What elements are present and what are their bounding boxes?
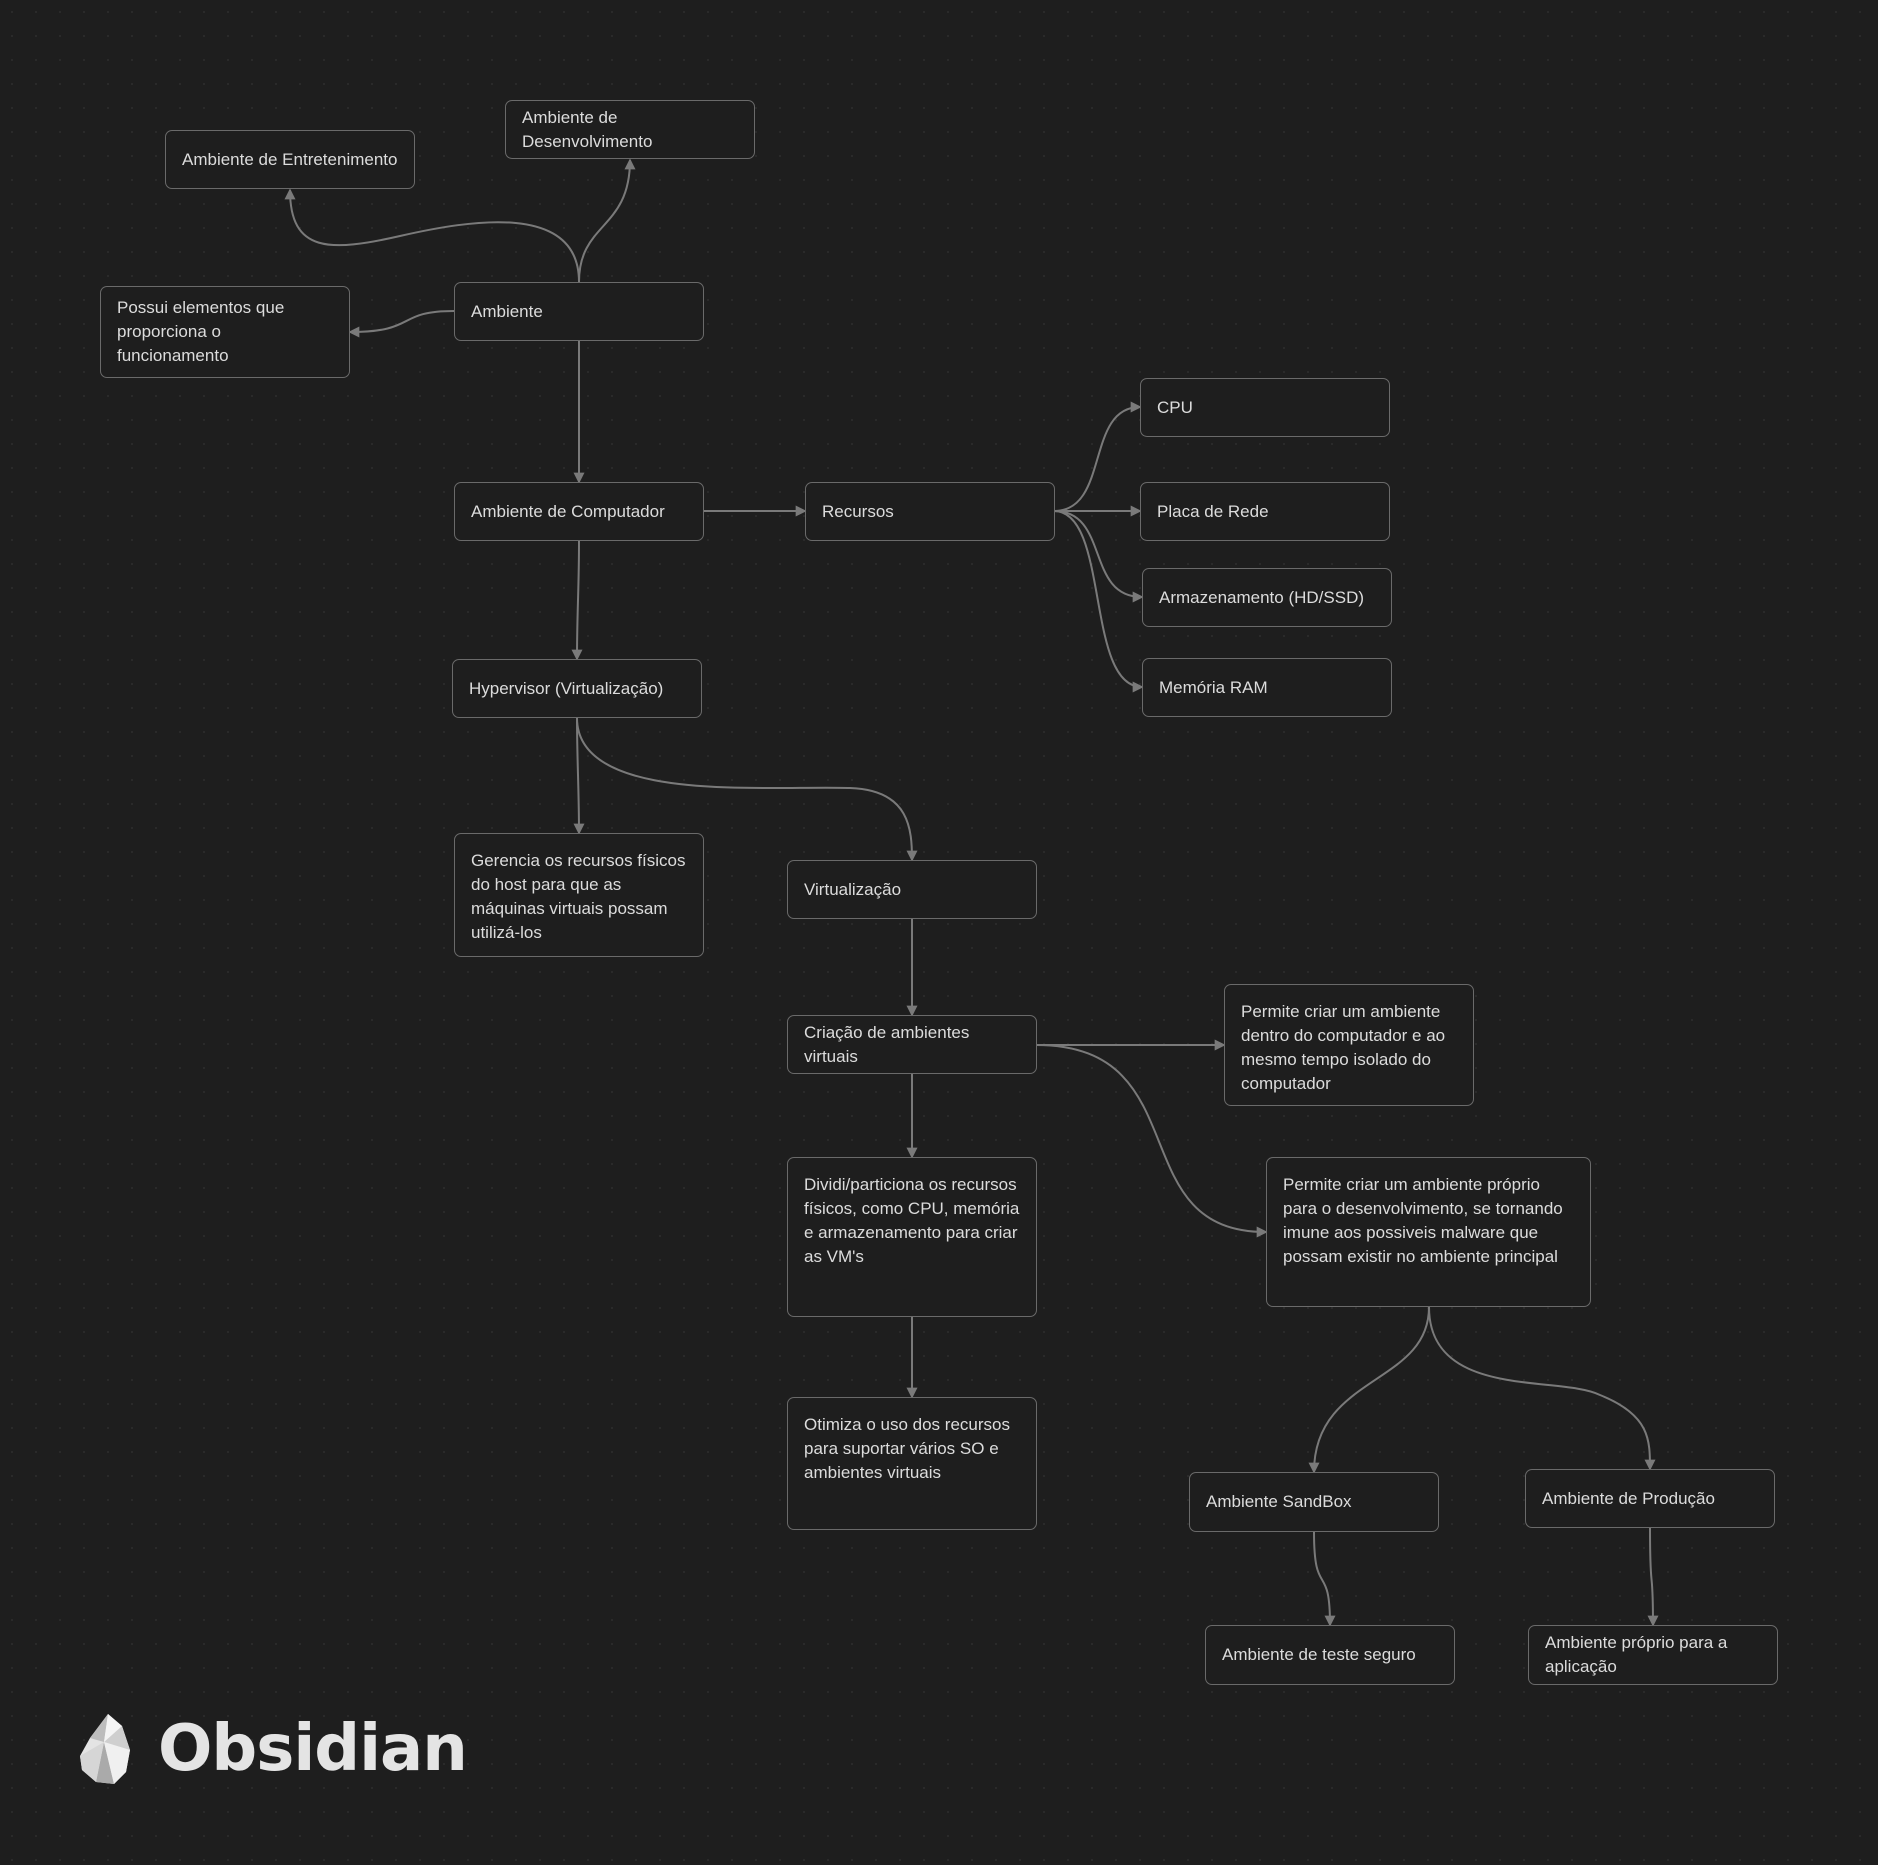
node-label: Ambiente: [471, 301, 543, 321]
node-label: Ambiente de teste seguro: [1222, 1645, 1416, 1664]
node-placa-de-rede[interactable]: Placa de Rede: [1140, 482, 1390, 541]
edge-recursos-memoria: [1053, 510, 1144, 693]
edge-proprio-producao: [1428, 1306, 1656, 1471]
node-label: Placa de Rede: [1157, 501, 1269, 521]
node-label: Criação de ambientes virtuais: [804, 1022, 970, 1066]
edge-ambiente-entretenimento: [284, 188, 580, 283]
node-otimiza-recursos[interactable]: Otimiza o uso dos recursos para suportar…: [787, 1397, 1037, 1530]
node-ambiente-producao[interactable]: Ambiente de Produção: [1525, 1469, 1775, 1528]
node-permite-isolado[interactable]: Permite criar um ambiente dentro do comp…: [1224, 984, 1474, 1106]
node-label: Ambiente de Computador: [471, 501, 665, 521]
edge-recursos-cpu: [1053, 401, 1142, 512]
node-label: Recursos: [822, 501, 894, 521]
edge-recursos-armazenamento: [1053, 510, 1144, 603]
edge-computador-hypervisor: [571, 540, 583, 661]
obsidian-logo-icon: [80, 1714, 130, 1784]
node-permite-proprio[interactable]: Permite criar um ambiente próprio para o…: [1266, 1157, 1591, 1307]
node-ambiente-sandbox[interactable]: Ambiente SandBox: [1189, 1472, 1439, 1532]
edge-sandbox-teste: [1313, 1531, 1336, 1627]
node-recursos[interactable]: Recursos: [805, 482, 1055, 541]
node-ambiente-teste-seguro[interactable]: Ambiente de teste seguro: [1205, 1625, 1455, 1685]
node-label: Permite criar um ambiente dentro do comp…: [1241, 1002, 1446, 1093]
node-armazenamento[interactable]: Armazenamento (HD/SSD): [1142, 568, 1392, 627]
node-label: Dividi/particiona os recursos físicos, c…: [804, 1175, 1020, 1266]
edge-ambiente-desenvolvimento: [578, 158, 636, 283]
node-label: Ambiente de Entretenimento: [182, 149, 398, 169]
node-ambiente-de-computador[interactable]: Ambiente de Computador: [454, 482, 704, 541]
node-label: Permite criar um ambiente próprio para o…: [1283, 1175, 1563, 1266]
node-possui-elementos[interactable]: Possui elementos que proporciona o funci…: [100, 286, 350, 378]
node-label: Ambiente próprio para a aplicação: [1545, 1633, 1728, 1676]
node-label: Hypervisor (Virtualização): [469, 678, 664, 698]
node-label: Gerencia os recursos físicos do host par…: [471, 851, 686, 942]
obsidian-logo-text: Obsidian: [158, 1712, 468, 1786]
node-label: CPU: [1157, 397, 1193, 417]
node-label: Possui elementos que proporciona o funci…: [117, 298, 285, 365]
node-label: Memória RAM: [1159, 677, 1268, 697]
node-cpu[interactable]: CPU: [1140, 378, 1390, 437]
node-ambiente-aplicacao[interactable]: Ambiente próprio para a aplicação: [1528, 1625, 1778, 1685]
node-criacao-ambientes[interactable]: Criação de ambientes virtuais: [787, 1015, 1037, 1074]
node-ambiente-entretenimento[interactable]: Ambiente de Entretenimento: [165, 130, 415, 189]
node-ambiente-desenvolvimento[interactable]: Ambiente de Desenvolvimento: [505, 100, 755, 159]
node-virtualizacao[interactable]: Virtualização: [787, 860, 1037, 919]
edge-producao-aplicacao: [1647, 1527, 1659, 1627]
node-label: Ambiente SandBox: [1206, 1492, 1352, 1511]
edge-hypervisor-gerencia: [573, 717, 585, 835]
node-gerencia-recursos[interactable]: Gerencia os recursos físicos do host par…: [454, 833, 704, 957]
node-label: Armazenamento (HD/SSD): [1159, 587, 1365, 607]
edge-proprio-sandbox: [1308, 1306, 1430, 1474]
node-dividi-particiona[interactable]: Dividi/particiona os recursos físicos, c…: [787, 1157, 1037, 1317]
node-label: Otimiza o uso dos recursos para suportar…: [804, 1415, 1010, 1482]
edge-ambiente-elementos: [348, 310, 455, 338]
node-label: Virtualização: [804, 879, 902, 899]
node-memoria-ram[interactable]: Memória RAM: [1142, 658, 1392, 717]
node-label: Ambiente de Produção: [1542, 1488, 1715, 1508]
node-hypervisor[interactable]: Hypervisor (Virtualização): [452, 659, 702, 718]
node-ambiente[interactable]: Ambiente: [454, 282, 704, 341]
obsidian-logo: Obsidian: [78, 1712, 468, 1786]
node-label: Ambiente de Desenvolvimento: [522, 107, 653, 151]
